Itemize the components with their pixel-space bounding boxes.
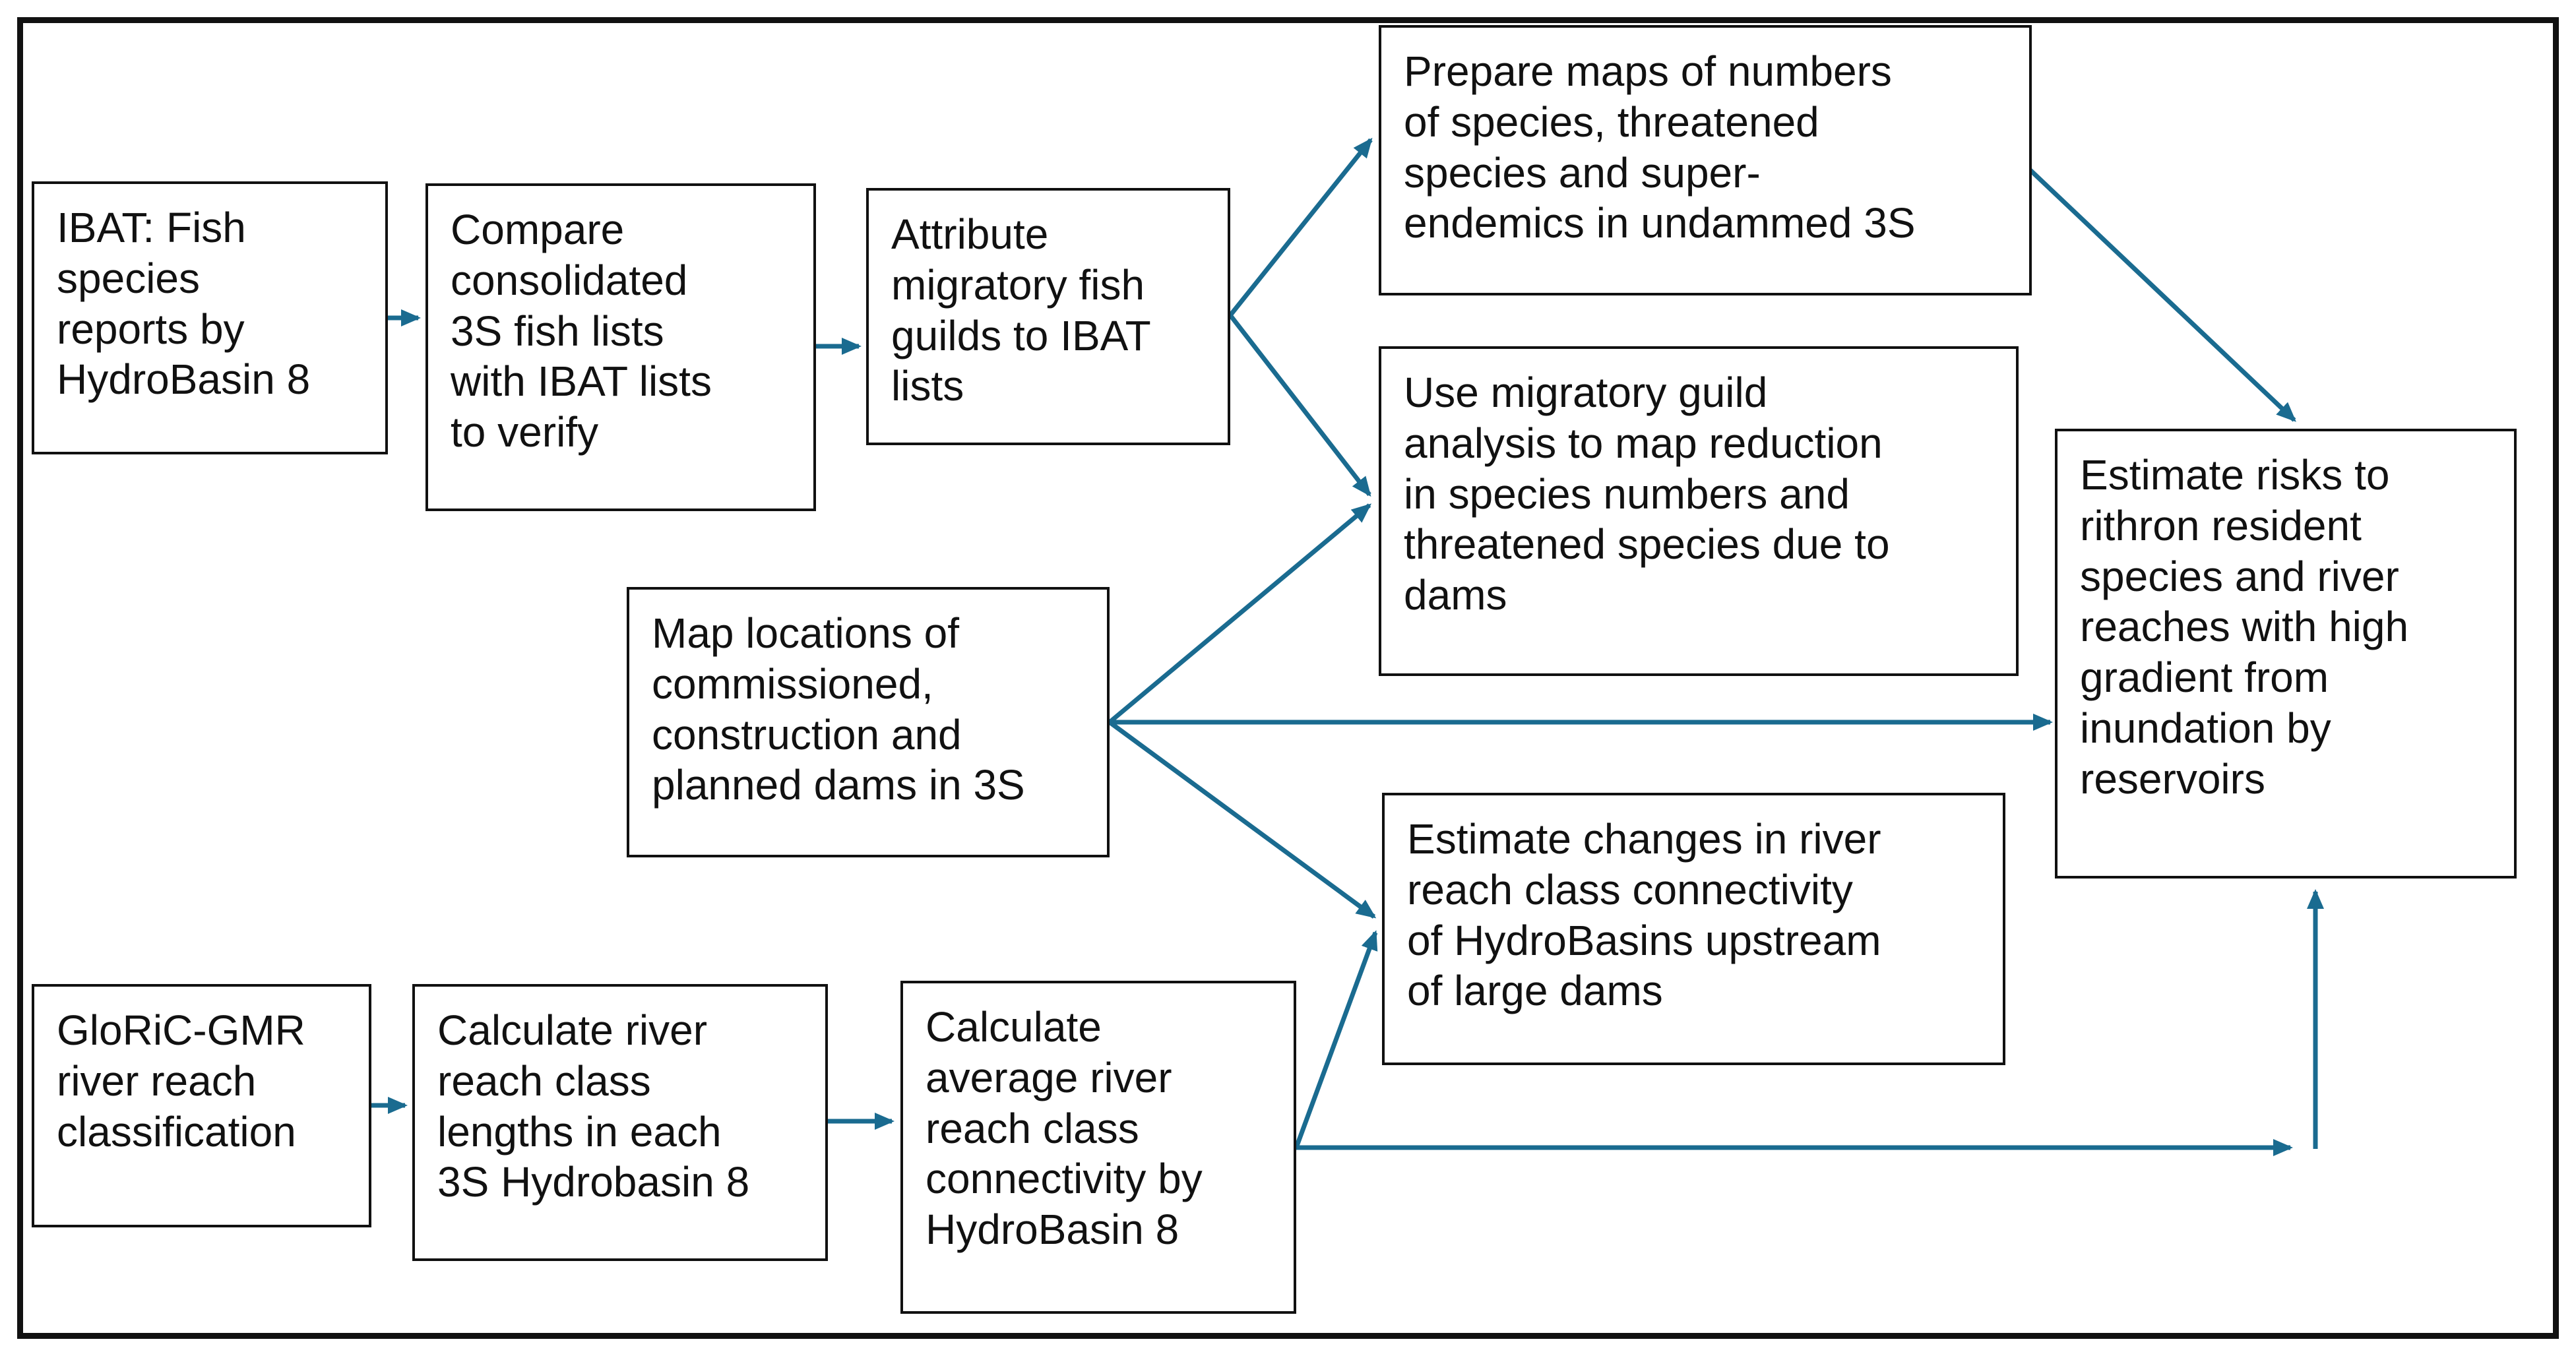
flow-node-prepare-species-maps: Prepare maps of numbers of species, thre…: [1379, 25, 2032, 295]
flow-node-gloric-gmr-classification: GloRiC-GMR river reach classification: [32, 984, 371, 1227]
flow-node-estimate-connectivity-changes: Estimate changes in river reach class co…: [1382, 793, 2005, 1065]
flow-node-compare-consolidated-lists: Compare consolidated 3S fish lists with …: [425, 183, 816, 511]
diagram-frame: [17, 17, 2559, 1339]
flow-node-ibat-fish-species-reports: IBAT: Fish species reports by HydroBasin…: [32, 181, 388, 454]
flow-node-attribute-migratory-guilds: Attribute migratory fish guilds to IBAT …: [866, 188, 1230, 445]
flow-node-calculate-reach-class-lengths: Calculate river reach class lengths in e…: [412, 984, 828, 1261]
flow-node-migratory-guild-reduction-analysis: Use migratory guild analysis to map redu…: [1379, 346, 2019, 676]
flow-node-calculate-average-connectivity: Calculate average river reach class conn…: [900, 981, 1296, 1314]
flow-node-estimate-rithron-risks: Estimate risks to rithron resident speci…: [2055, 429, 2517, 878]
flow-node-map-dam-locations: Map locations of commissioned, construct…: [627, 587, 1110, 857]
